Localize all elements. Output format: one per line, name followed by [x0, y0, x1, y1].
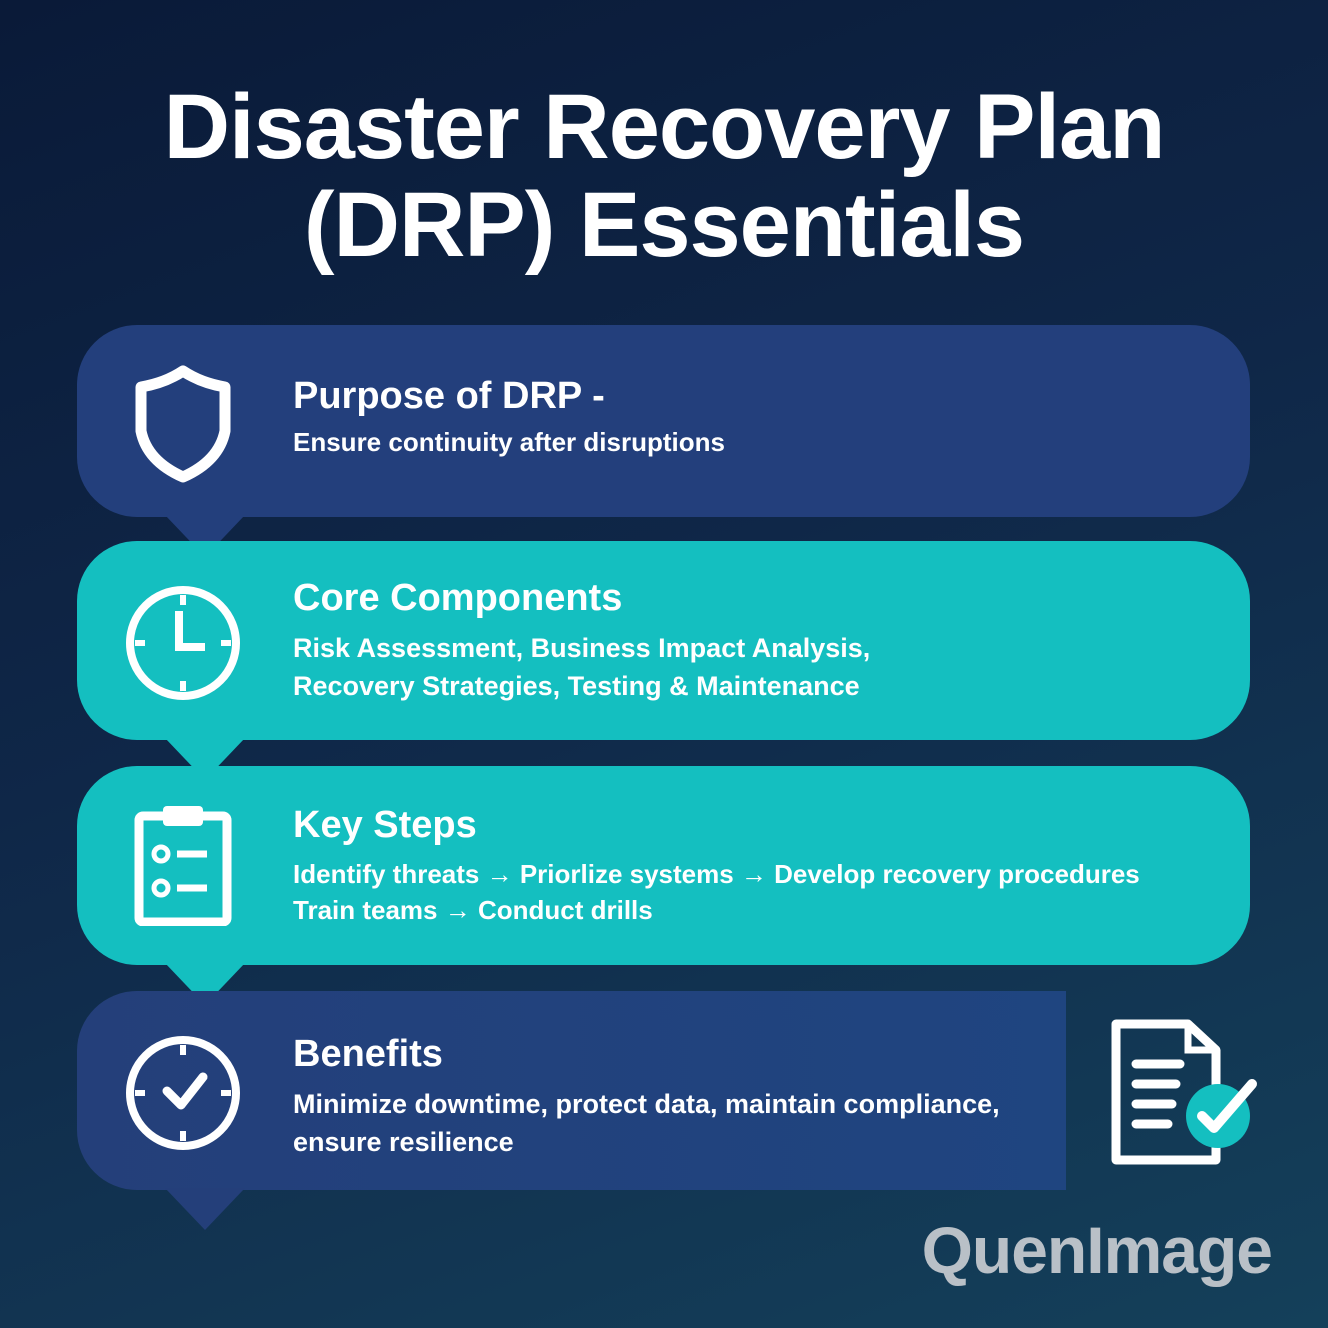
- section-heading: Key Steps: [293, 804, 477, 846]
- title-line-1: Disaster Recovery Plan: [163, 76, 1166, 178]
- clipboard-checklist-icon: [134, 806, 232, 926]
- section-body-line: Identify threats → Priorlize systems → D…: [293, 859, 1140, 889]
- brand-logo: QuenImage: [921, 1213, 1273, 1287]
- section-body-line: Train teams → Conduct drills: [293, 895, 653, 925]
- page-title: Disaster Recovery Plan (DRP) Essentials: [0, 78, 1328, 274]
- section-core-components: Core Components Risk Assessment, Busines…: [77, 541, 1250, 780]
- section-heading: Core Components: [293, 577, 623, 619]
- section-body-line: Risk Assessment, Business Impact Analysi…: [293, 633, 871, 663]
- section-heading: Purpose of DRP -: [293, 375, 605, 417]
- section-body-line: ensure resilience: [293, 1127, 514, 1157]
- section-body: Ensure continuity after disruptions: [293, 427, 725, 457]
- section-benefits: Benefits Minimize downtime, protect data…: [77, 991, 1066, 1230]
- card-pointer: [165, 1188, 245, 1230]
- clock-icon: [126, 586, 240, 700]
- shield-icon: [135, 365, 231, 483]
- document-check-icon: [1111, 1019, 1257, 1165]
- section-key-steps: Key Steps Identify threats → Priorlize s…: [77, 766, 1250, 1005]
- title-line-2: (DRP) Essentials: [303, 174, 1025, 276]
- section-body-line: Recovery Strategies, Testing & Maintenan…: [293, 671, 860, 701]
- section-heading: Benefits: [293, 1033, 443, 1075]
- clock-check-icon: [126, 1036, 240, 1150]
- section-purpose: Purpose of DRP - Ensure continuity after…: [77, 325, 1250, 557]
- section-body-line: Minimize downtime, protect data, maintai…: [293, 1089, 1000, 1119]
